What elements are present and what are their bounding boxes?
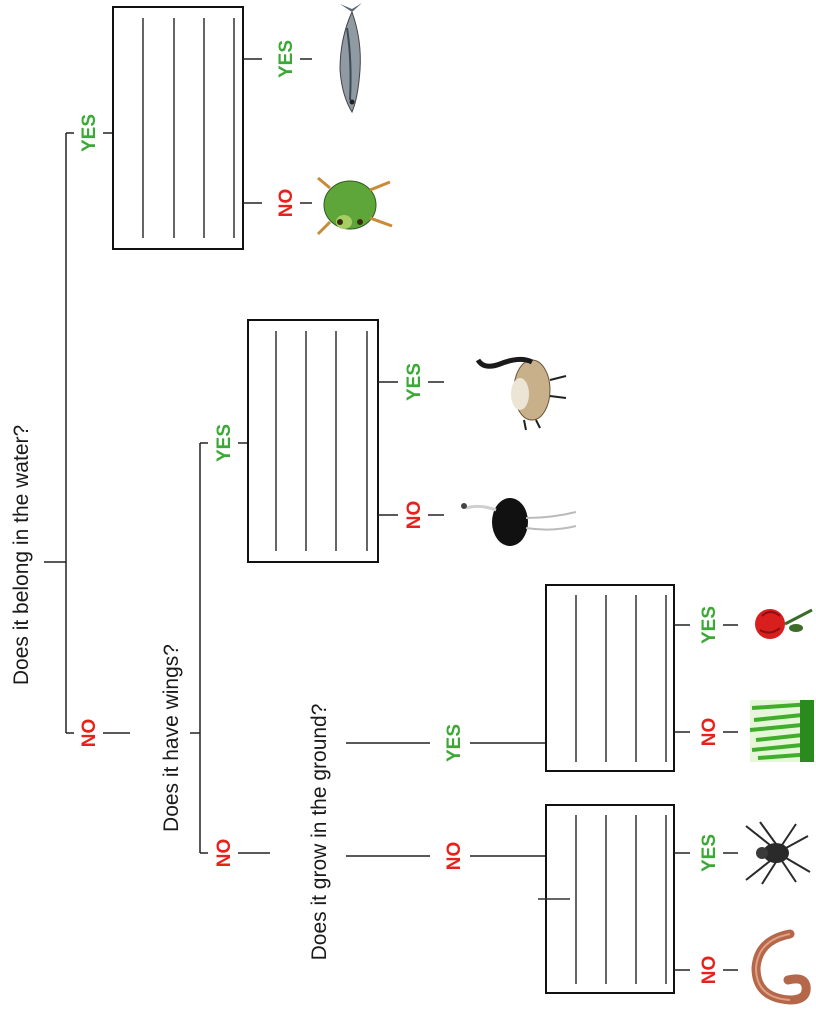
answer-box3-yes: YES xyxy=(699,606,720,644)
fish-icon xyxy=(340,3,362,112)
grass-icon xyxy=(750,700,814,762)
answer-box2-yes: YES xyxy=(404,363,425,401)
answer-box1-yes: YES xyxy=(276,40,297,78)
answer-box2-no: NO xyxy=(404,501,425,530)
worm-icon xyxy=(756,934,806,1000)
bracket-water xyxy=(44,133,74,733)
rose-icon xyxy=(755,609,812,639)
answer-box4-yes: YES xyxy=(699,834,720,872)
ostrich-icon xyxy=(461,498,576,546)
answer-wings-no: NO xyxy=(214,839,235,868)
question-wings: Does it have wings? xyxy=(160,644,183,832)
answer-box-ground-no xyxy=(538,805,674,993)
frog-icon xyxy=(318,178,392,234)
question-water: Does it belong in the water? xyxy=(10,425,33,685)
answer-wings-yes: YES xyxy=(214,424,235,462)
answer-box-water xyxy=(113,7,243,249)
answer-water-no: NO xyxy=(79,719,100,748)
goose-icon xyxy=(478,359,566,430)
answer-box4-no: NO xyxy=(699,956,720,985)
answer-ground-no: NO xyxy=(444,842,465,871)
spider-icon xyxy=(746,822,810,884)
answer-box-wings xyxy=(248,320,378,562)
bracket-wings xyxy=(190,443,208,853)
answer-box-ground-yes xyxy=(546,585,674,771)
answer-ground-yes: YES xyxy=(444,724,465,762)
answer-box1-no: NO xyxy=(276,189,297,218)
answer-water-yes: YES xyxy=(79,114,100,152)
question-ground: Does it grow in the ground? xyxy=(308,704,331,961)
answer-box3-no: NO xyxy=(699,718,720,747)
